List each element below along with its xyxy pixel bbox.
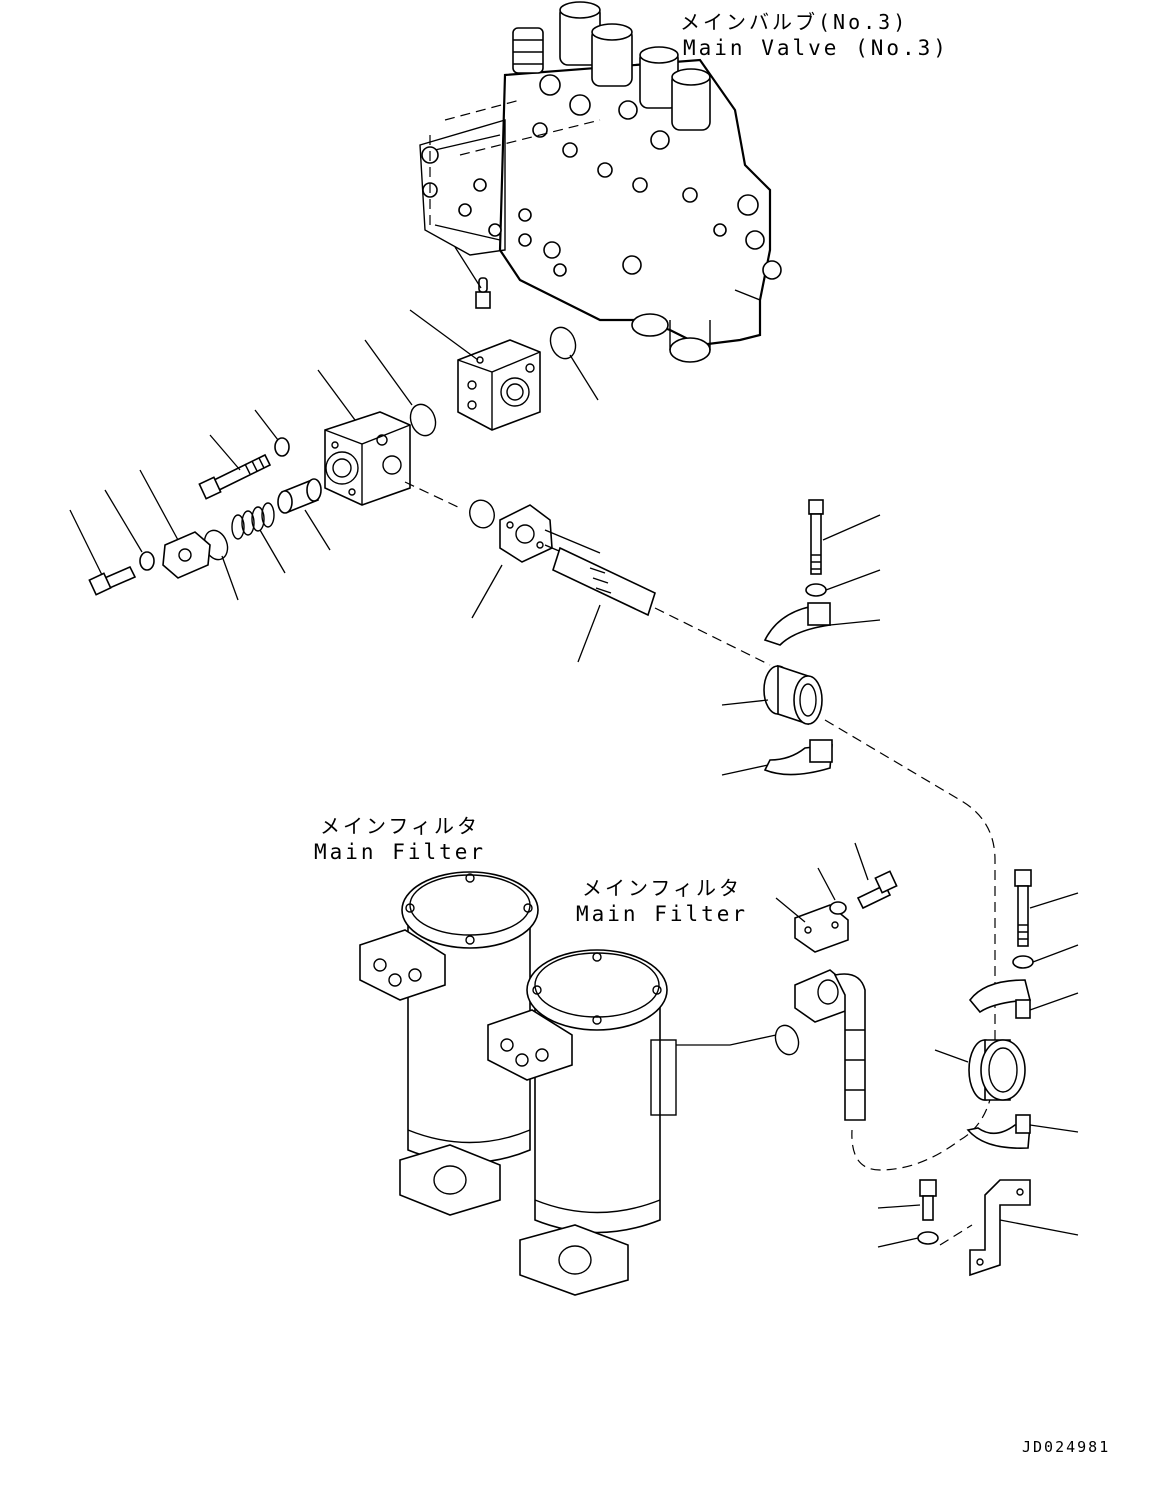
breather-plug bbox=[475, 277, 491, 309]
cover-plate bbox=[162, 531, 211, 579]
main-valve bbox=[419, 1, 782, 363]
main-valve-label-en: Main Valve (No.3) bbox=[683, 36, 949, 60]
clamp-spacer-lower bbox=[1015, 1114, 1031, 1134]
clamp-block-upper bbox=[807, 602, 831, 626]
grommet-lower bbox=[968, 1039, 1026, 1101]
grommet-upper bbox=[763, 664, 823, 726]
main-valve-label-jp: メインバルブ(No.3) bbox=[680, 10, 909, 34]
upper-block bbox=[457, 339, 541, 431]
washer-1 bbox=[274, 437, 290, 457]
hose-upper bbox=[544, 529, 656, 617]
bolt-clamp-upper bbox=[808, 499, 824, 575]
bolt-bracket bbox=[919, 1179, 937, 1221]
bolt-lower bbox=[856, 870, 898, 910]
washer-6 bbox=[917, 1231, 939, 1245]
o-ring-2 bbox=[409, 403, 437, 437]
flange-clamp-lower bbox=[794, 904, 849, 953]
main-filter-left-label-en: Main Filter bbox=[314, 840, 487, 864]
main-filter-right-label-jp: メインフィルタ bbox=[582, 876, 742, 900]
spool-piston bbox=[277, 478, 322, 514]
hose-lower bbox=[833, 973, 866, 1121]
short-bolt bbox=[88, 565, 137, 596]
clamp-spacer-upper bbox=[1015, 999, 1031, 1019]
main-filter-right-label-en: Main Filter bbox=[576, 902, 749, 926]
bolt-clamp-lower bbox=[1014, 869, 1032, 947]
o-ring-1 bbox=[549, 326, 577, 360]
leader-lines bbox=[69, 246, 1079, 1248]
middle-block bbox=[324, 411, 411, 506]
o-ring-5 bbox=[774, 1024, 800, 1056]
main-filter-left bbox=[359, 871, 539, 1216]
main-filter-right bbox=[487, 949, 677, 1296]
washer-3 bbox=[805, 583, 827, 597]
hose-flange-upper bbox=[499, 504, 553, 563]
bracket bbox=[969, 1179, 1031, 1277]
washer-4 bbox=[829, 901, 847, 915]
spring bbox=[231, 502, 275, 540]
washer-5 bbox=[1012, 955, 1034, 969]
long-bolt bbox=[198, 453, 272, 500]
washer-2 bbox=[139, 551, 155, 571]
clamp-block-lower bbox=[809, 739, 833, 763]
drawing-code: JD024981 bbox=[1022, 1438, 1111, 1456]
o-ring-3 bbox=[469, 499, 495, 529]
main-filter-left-label-jp: メインフィルタ bbox=[320, 814, 480, 838]
